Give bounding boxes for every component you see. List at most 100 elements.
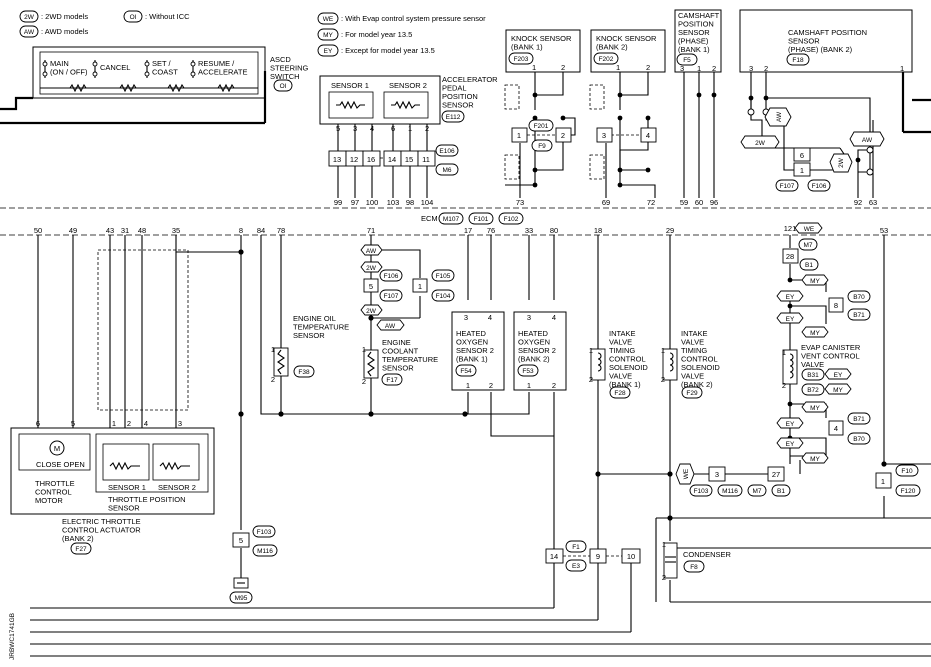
knock1-title: KNOCK SENSOR(BANK 1): [511, 34, 572, 52]
ect-conn-f105-text: F105: [436, 273, 451, 280]
cam1-conn-text: F5: [683, 57, 691, 64]
ect-conn-f107-text: F107: [384, 293, 399, 300]
engine-coolant-temp-sensor: AW 2W 5 1 F106 F107 F105 F104 2W AW 1 2 …: [360, 244, 455, 386]
tps-pin: 2: [127, 419, 131, 428]
ecm-pin: 92: [854, 198, 862, 207]
ecm-label: ECM: [421, 214, 438, 223]
ecm-pin: 43: [106, 226, 114, 235]
app-joint-pin: 16: [367, 155, 375, 164]
app-joint-pin: 13: [333, 155, 341, 164]
ecm-pin: 78: [277, 226, 285, 235]
knock2-conn-text: F202: [599, 56, 614, 63]
ground: 5 F103 M116 M95: [229, 525, 278, 604]
condenser-pin: 1: [662, 540, 666, 549]
hos1-pin: 3: [464, 313, 468, 322]
ecm-conn-m107: [438, 212, 464, 225]
knock1-joint1: 1: [517, 131, 521, 140]
ground-conn-f103: [252, 525, 276, 538]
evap-joint-3: 3: [715, 470, 719, 479]
evap-tag-ey2: EY: [786, 316, 795, 323]
ecm-pin: 59: [680, 198, 688, 207]
knock2-joint2: 4: [646, 131, 650, 140]
cam2-conn-f107-text: F107: [780, 183, 795, 190]
bottom-conn-f10: [895, 464, 919, 477]
knock2-pin1: 1: [616, 63, 620, 72]
legend-tag-2w-text: 2W: [24, 14, 35, 21]
bottom-conn-f10-text: F10: [901, 468, 913, 475]
ecm-pin: 31: [121, 226, 129, 235]
cam1-conn: [676, 53, 698, 66]
eot-conn: [293, 365, 315, 378]
ecm-pin: 76: [487, 226, 495, 235]
ecm-pin: 49: [69, 226, 77, 235]
app-conn-m6-text: M6: [442, 167, 451, 174]
evap-tag-ey3: EY: [834, 372, 843, 379]
joint-10: 10: [627, 552, 635, 561]
cam2-conn-f106: [807, 179, 831, 192]
ivt2-conn-text: F29: [686, 390, 698, 397]
ecm-pin: 53: [880, 226, 888, 235]
condenser-title: CONDENSER: [683, 550, 732, 559]
app-joint-pin: 12: [350, 155, 358, 164]
ecm-pin: 71: [367, 226, 375, 235]
ect-pin: 1: [362, 345, 366, 354]
legend-tag-ey: [317, 44, 339, 57]
ect-conn: [381, 373, 403, 386]
ecm-conn-m107-text: M107: [443, 216, 460, 223]
ecm-pin: 72: [647, 198, 655, 207]
cam1-pin: 3: [680, 64, 684, 73]
ecm-pin: 48: [138, 226, 146, 235]
tps-pin: 1: [112, 419, 116, 428]
bottom-conn-e3: [565, 559, 587, 572]
ecm-pin: 100: [366, 198, 379, 207]
legend: 2W : 2WD models OI : Without ICC AW : AW…: [19, 10, 486, 57]
evap-tag-my4: MY: [810, 405, 820, 412]
evap-conn-m7: M7: [803, 242, 812, 249]
ecm-pin: 33: [525, 226, 533, 235]
ecm-conn-f101: [468, 212, 494, 225]
bottom-conn-f120: [895, 484, 921, 497]
ecm-pin: 121: [784, 224, 797, 233]
ect-conn-f105: [431, 269, 455, 282]
etc-conn-f27-text: F27: [75, 546, 87, 553]
ecm-pin: 99: [334, 198, 342, 207]
ivt2-pin: 1: [661, 346, 665, 355]
knock-sensors: KNOCK SENSOR(BANK 1) F203 1 2 KNOCK SENS…: [504, 29, 666, 207]
app-joint-pin: 14: [388, 155, 396, 164]
ground-joint: 5: [239, 536, 243, 545]
evap-tag-ey: EY: [786, 294, 795, 301]
switch-cancel-label: CANCEL: [100, 63, 130, 72]
evap-tag-my2: MY: [810, 330, 820, 337]
legend-tag-my: [317, 28, 339, 41]
evap-conn-m7b: M7: [752, 488, 761, 495]
ivt1-conn: [609, 386, 631, 399]
ect-tag-2w: 2W: [366, 265, 377, 272]
evap-tag-ey4: EY: [786, 421, 795, 428]
bottom-conn-f1: [565, 540, 587, 553]
ecm-pin: 17: [464, 226, 472, 235]
evap-tag-we: WE: [804, 226, 815, 233]
ivt2-pin: 2: [661, 375, 665, 384]
ivt1-pin: 2: [589, 375, 593, 384]
hos1-conn: [455, 364, 477, 377]
knock-conn-f201-text: F201: [534, 123, 549, 130]
motor-open-close: CLOSE OPEN: [36, 460, 85, 469]
legend-tag-we-text: WE: [323, 16, 334, 23]
hos2-conn-text: F53: [522, 368, 534, 375]
cam2-joint: 6: [800, 151, 804, 160]
switch-set-label: SET /COAST: [152, 59, 178, 77]
motor-icon: M: [54, 444, 60, 453]
app-joint-pin: 15: [405, 155, 413, 164]
knock2-title: KNOCK SENSOR(BANK 2): [596, 34, 657, 52]
ecm-pin: 60: [695, 198, 703, 207]
evap-canister-vent-valve: WE M7 28 B1 EY MY 8 B70 B71 EY MY 1 2 EV…: [675, 222, 871, 497]
legend-tag-ey-text: EY: [324, 48, 333, 55]
joint-1: 1: [881, 477, 885, 486]
ground-conn-m116-text: M116: [257, 548, 273, 555]
